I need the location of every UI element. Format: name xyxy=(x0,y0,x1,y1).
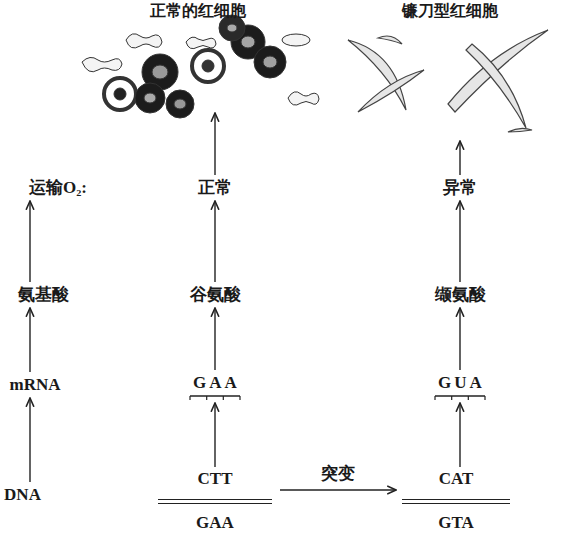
sickle-cell xyxy=(508,128,532,132)
node-text: CTT xyxy=(198,468,233,490)
sickle-cell xyxy=(378,36,402,44)
node-text: 氨基酸 xyxy=(18,284,69,306)
flow-arrow xyxy=(214,113,215,175)
node-text: 缬氨酸 xyxy=(435,284,486,306)
side-view-cell xyxy=(82,57,122,71)
cell-center xyxy=(263,56,277,68)
dna-double-strand: CTT GAA xyxy=(158,468,272,534)
illustration-heading: 正常的红细胞 xyxy=(75,0,320,112)
text-node: 谷氨酸 xyxy=(175,283,255,307)
codon-tick xyxy=(468,396,469,400)
text-node: DNA xyxy=(0,483,45,507)
flow-arrow xyxy=(29,398,30,482)
flow-arrow xyxy=(214,403,215,467)
flow-arrow xyxy=(459,201,460,282)
dna-strand-lines xyxy=(158,499,272,504)
side-view-cell xyxy=(282,34,310,46)
cell-center xyxy=(174,99,186,109)
face-view-cell xyxy=(254,46,286,78)
node-text: GAA xyxy=(190,372,240,394)
cell-heading: 正常的红细胞 xyxy=(150,0,246,22)
node-text: mRNA xyxy=(10,374,61,396)
codon-tick xyxy=(239,396,240,400)
edge-label: 突变 xyxy=(303,463,373,485)
face-view-cell xyxy=(104,78,136,110)
sickle-cells xyxy=(348,30,548,132)
face-view-cell xyxy=(192,50,224,82)
cell-heading: 镰刀型红细胞 xyxy=(402,0,498,22)
text-node: 运输O₂: xyxy=(0,176,116,200)
text-node: 正常 xyxy=(185,176,245,200)
codon-underline xyxy=(435,395,485,396)
dna-strand-lines xyxy=(402,499,510,504)
cell-center xyxy=(152,65,168,79)
text-node: mRNA xyxy=(0,373,70,397)
text-node: 异常 xyxy=(430,176,490,200)
cell-center xyxy=(241,36,255,48)
text-node: 缬氨酸 xyxy=(420,283,500,307)
flow-arrow xyxy=(459,403,460,467)
cell-center xyxy=(144,93,156,103)
node-text: 异常 xyxy=(443,177,477,199)
side-view-cell xyxy=(186,37,216,49)
codon-tick xyxy=(206,396,207,400)
codon-tick xyxy=(451,396,452,400)
flow-arrow xyxy=(459,141,460,175)
flow-arrow xyxy=(214,201,215,282)
node-text: 谷氨酸 xyxy=(190,284,241,306)
node-text: CAT xyxy=(439,468,474,490)
cell-center xyxy=(202,60,214,72)
codon-tick xyxy=(189,396,190,400)
side-view-cell xyxy=(288,92,319,105)
illustration-heading: 镰刀型红细胞 xyxy=(340,0,560,140)
cell-center xyxy=(227,24,237,32)
codon-tick xyxy=(223,396,224,400)
cell-center xyxy=(114,88,126,100)
node-text: DNA xyxy=(4,484,41,506)
text-node: GAA xyxy=(185,371,245,402)
codon-underline xyxy=(189,394,241,402)
node-text: 正常 xyxy=(198,177,232,199)
codon-underline xyxy=(434,394,486,402)
text-node: 氨基酸 xyxy=(0,283,86,307)
side-view-cell xyxy=(126,34,162,48)
sickle-cell xyxy=(466,44,526,128)
side-view-cell xyxy=(82,34,319,105)
codon-tick xyxy=(434,396,435,400)
face-view-cell xyxy=(166,90,194,118)
face-view-cell xyxy=(104,15,286,118)
face-view-cell xyxy=(135,83,165,113)
sickle-cell xyxy=(358,70,424,112)
node-text: GAA xyxy=(196,512,234,534)
flow-arrow xyxy=(214,308,215,370)
node-text: GTA xyxy=(438,512,474,534)
codon-tick xyxy=(484,396,485,400)
node-text: 运输O₂: xyxy=(29,177,87,199)
text-node: GUA xyxy=(430,371,490,402)
flow-arrow xyxy=(29,201,30,282)
dna-double-strand: CAT GTA xyxy=(402,468,510,534)
node-text: GUA xyxy=(435,372,485,394)
flow-arrow xyxy=(459,308,460,370)
codon-underline xyxy=(190,395,240,396)
normal-red-cells xyxy=(82,15,319,118)
flow-arrow xyxy=(29,308,30,372)
flow-arrow xyxy=(280,489,396,490)
